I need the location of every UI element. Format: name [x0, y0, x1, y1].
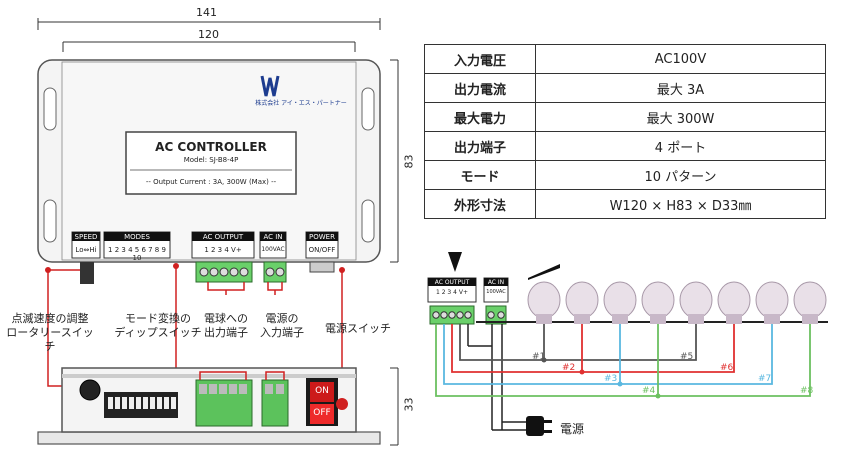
line-label: #5 — [680, 352, 694, 362]
switch-on-label: ON — [315, 386, 329, 396]
wiring-power-label: 電源 — [560, 422, 585, 436]
bulb-row — [527, 281, 827, 324]
bulb-icon — [717, 281, 751, 324]
ac-output-terminal-side — [195, 379, 253, 427]
ac-output-terminal-top — [195, 261, 253, 283]
ac-in-value: 100VAC — [261, 246, 285, 253]
dim-body-width: 120 — [198, 28, 219, 41]
ac-output-pins: 1 2 3 4 V+ — [204, 246, 242, 254]
line-label: #7 — [758, 374, 772, 384]
callout-power-terminal: 電源の 入力端子 — [260, 312, 304, 339]
dim-height: 83 — [402, 154, 416, 169]
callout-speed-knob: 点滅速度の調整 ロータリースイッチ — [6, 312, 94, 353]
switch-off-label: OFF — [313, 408, 331, 418]
wiring-ac-in-label: AC IN — [487, 279, 505, 286]
dim-overall-width: 141 — [196, 6, 217, 19]
dip-switch-side — [104, 392, 178, 418]
wiring-ac-output-label: AC OUTPUT — [434, 279, 470, 286]
power-value: ON/OFF — [308, 246, 336, 254]
speed-value: Lo⇔Hi — [75, 246, 97, 254]
device-title: AC CONTROLLER — [155, 140, 267, 154]
power-label: POWER — [309, 233, 335, 241]
line-label: #6 — [720, 363, 734, 373]
spec-row: 出力電流最大 3A — [424, 73, 826, 103]
device-model: Model: SJ-B8-4P — [183, 156, 239, 164]
bulb-icon — [679, 281, 713, 324]
device-output-rating: -- Output Current : 3A, 300W (Max) -- — [145, 178, 277, 186]
maker-name: 株式会社 アイ・エス・パートナー — [255, 100, 347, 107]
wiring-diagram — [427, 252, 828, 436]
bulb-icon — [793, 281, 827, 324]
bulb-icon — [527, 281, 561, 324]
device-front-view — [37, 59, 381, 445]
callout-power-switch: 電源スイッチ — [325, 322, 391, 335]
callout-mode-dip: モード変換の ディップスイッチ — [114, 312, 202, 339]
maker-logo — [260, 75, 280, 97]
bulb-icon — [565, 281, 599, 324]
dim-depth: 33 — [402, 397, 416, 412]
ac-in-label: AC IN — [263, 233, 283, 241]
ac-in-terminal-side — [261, 379, 289, 427]
speed-knob-side — [79, 379, 101, 401]
power-plug-icon — [526, 416, 544, 436]
line-label: #2 — [562, 363, 576, 373]
ac-in-terminal-top — [263, 261, 287, 283]
wiring-ac-in-value: 100VAC — [486, 289, 506, 295]
line-label: #4 — [642, 386, 656, 396]
modes-value: 1 2 3 4 5 6 7 8 9 10 — [108, 246, 166, 262]
spec-row: 最大電力最大 300W — [424, 102, 826, 132]
wiring-ac-output-pins: 1 2 3 4 V+ — [435, 289, 469, 296]
bulb-icon — [641, 281, 675, 324]
bulb-icon — [755, 281, 789, 324]
ac-output-label: AC OUTPUT — [202, 233, 244, 241]
speed-label: SPEED — [74, 233, 98, 241]
callout-bulb-terminal: 電球への 出力端子 — [204, 312, 248, 339]
power-switch-side — [306, 378, 338, 426]
bulb-icon — [603, 281, 637, 324]
line-label: #3 — [604, 374, 618, 384]
line-label: #1 — [532, 352, 546, 362]
line-label: #8 — [800, 386, 814, 396]
modes-label: MODES — [124, 233, 150, 241]
